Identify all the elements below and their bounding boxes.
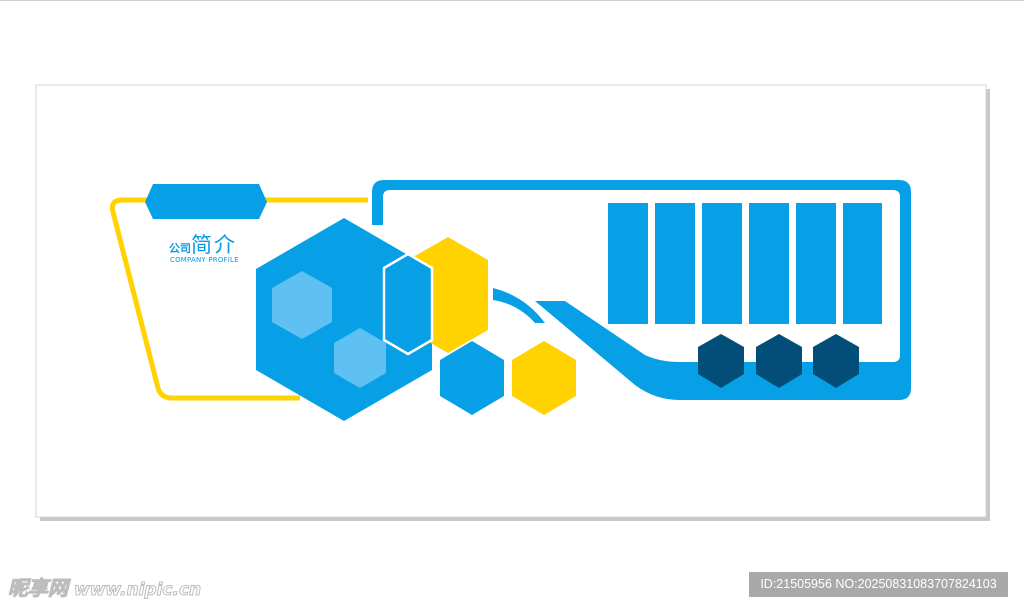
navy-hexagon-3 — [813, 334, 859, 388]
swoosh-curl — [493, 288, 545, 323]
panel-4 — [749, 203, 789, 324]
panel-2 — [655, 203, 695, 324]
yellow-frame — [109, 197, 368, 401]
company-profile-title: 公司简介 — [169, 229, 237, 259]
company-profile-subtitle: COMPANY PROFILE — [170, 256, 239, 264]
bar-panels — [608, 203, 882, 324]
panel-1 — [608, 203, 648, 324]
title-cn-big: 简介 — [191, 233, 237, 257]
small-yellow-hexagon — [512, 341, 576, 415]
panel-3 — [702, 203, 742, 324]
top-border — [0, 0, 1024, 1]
image-id-badge: ID:21505956 NO:20250831083707824103 — [749, 572, 1008, 597]
watermark-brand: 昵享网 — [8, 576, 69, 601]
navy-hexagon-2 — [756, 334, 802, 388]
title-label-hexagon — [145, 184, 267, 219]
outlined-blue-hexagon — [382, 252, 434, 356]
blue-frame — [372, 180, 911, 400]
title-cn-small: 公司 — [169, 242, 191, 255]
light-hexagon-2 — [334, 328, 386, 388]
panel-5 — [796, 203, 836, 324]
watermark-url: www.nipic.cn — [73, 580, 202, 601]
panel-6 — [843, 203, 882, 324]
light-hexagon-1 — [272, 271, 332, 339]
navy-hexagon-1 — [698, 334, 744, 388]
small-blue-hexagon — [440, 341, 504, 415]
